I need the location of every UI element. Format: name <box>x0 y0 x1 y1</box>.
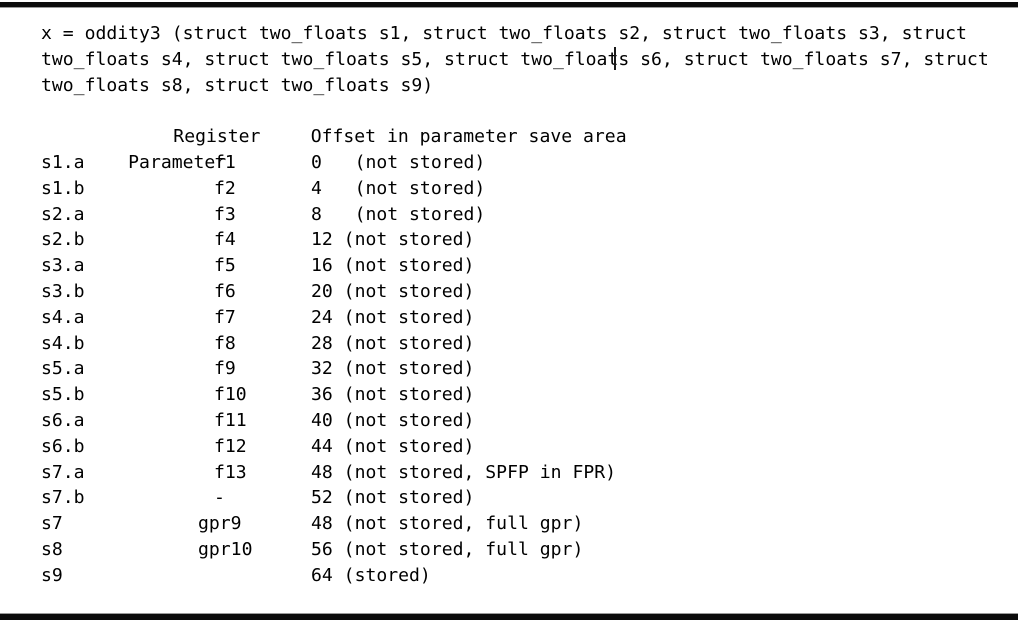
table-row: s8 gpr10 56 (not stored, full gpr) <box>41 537 1018 563</box>
table-row: s7 gpr9 48 (not stored, full gpr) <box>41 511 1018 537</box>
cell-parameter: s8 <box>41 538 63 560</box>
cell-offset: 12 (not stored) <box>311 229 475 251</box>
cell-register: f9 <box>214 358 236 380</box>
cell-register: f1 <box>214 151 236 173</box>
table-row: s2.b f4 12 (not stored) <box>41 227 1018 253</box>
cell-offset: 0 (not stored) <box>311 151 486 173</box>
cell-parameter: s1.a <box>41 151 85 173</box>
cell-register: f2 <box>214 177 236 199</box>
cell-offset: 20 (not stored) <box>311 280 475 302</box>
cell-register: gpr10 <box>198 538 253 560</box>
cell-offset: 48 (not stored, SPFP in FPR) <box>311 461 617 483</box>
param-table-rows: s1.a f1 0 (not stored) s1.b f2 4 (not stored)… <box>41 150 1018 589</box>
cell-parameter: s5.b <box>41 384 85 406</box>
cell-parameter: s9 <box>41 564 63 586</box>
cell-register: f10 <box>214 384 247 406</box>
table-row: s1.a f1 0 (not stored) <box>41 150 1018 176</box>
top-horizontal-rule <box>0 2 1018 8</box>
cell-register: f3 <box>214 203 236 225</box>
cell-offset: 16 (not stored) <box>311 255 475 277</box>
cell-parameter: s4.a <box>41 306 85 328</box>
cell-register: - <box>214 487 225 509</box>
table-row: s4.a f7 24 (not stored) <box>41 305 1018 331</box>
cell-parameter: s1.b <box>41 177 85 199</box>
cell-parameter: s2.a <box>41 203 85 225</box>
code-line: x = oddity3 (struct two_floats s1, struc… <box>41 23 967 44</box>
code-line: two_floats s8, struct two_floats s9) <box>41 74 434 96</box>
cell-parameter: s5.a <box>41 358 85 380</box>
table-row: s7.b - 52 (not stored) <box>41 485 1018 511</box>
code-line: two_floats s4, struct two_floats s5, str… <box>41 48 989 70</box>
cell-parameter: s7.a <box>41 461 85 483</box>
cell-register: f4 <box>214 229 236 251</box>
cell-offset: 44 (not stored) <box>311 435 475 457</box>
text-caret <box>614 47 616 70</box>
cell-parameter: s3.b <box>41 280 85 302</box>
cell-offset: 4 (not stored) <box>311 177 486 199</box>
cell-parameter: s6.a <box>41 409 85 431</box>
cell-offset: 64 (stored) <box>311 564 431 586</box>
cell-offset: 40 (not stored) <box>311 409 475 431</box>
table-row: s6.a f11 40 (not stored) <box>41 408 1018 434</box>
cell-register: f7 <box>214 306 236 328</box>
table-row: s5.b f10 36 (not stored) <box>41 382 1018 408</box>
page-content: x = oddity3 (struct two_floats s1, struc… <box>41 21 1018 589</box>
cell-offset: 8 (not stored) <box>311 203 486 225</box>
table-row: s3.b f6 20 (not stored) <box>41 279 1018 305</box>
cell-offset: 48 (not stored, full gpr) <box>311 513 584 535</box>
table-row: s3.a f5 16 (not stored) <box>41 253 1018 279</box>
code-block[interactable]: x = oddity3 (struct two_floats s1, struc… <box>41 21 1018 98</box>
table-row: s1.b f2 4 (not stored) <box>41 176 1018 202</box>
cell-register: gpr9 <box>198 513 242 535</box>
cell-register: f8 <box>214 332 236 354</box>
cell-offset: 56 (not stored, full gpr) <box>311 538 584 560</box>
table-row: s4.b f8 28 (not stored) <box>41 331 1018 357</box>
column-header-offset: Offset in parameter save area <box>310 126 627 148</box>
cell-parameter: s4.b <box>41 332 85 354</box>
cell-parameter: s7.b <box>41 487 85 509</box>
cell-parameter: s2.b <box>41 229 85 251</box>
cell-register: f6 <box>214 280 236 302</box>
cell-parameter: s7 <box>41 513 63 535</box>
cell-parameter: s3.a <box>41 255 85 277</box>
table-row: s9 64 (stored) <box>41 563 1018 589</box>
table-row: s5.a f9 32 (not stored) <box>41 356 1018 382</box>
table-row: s6.b f12 44 (not stored) <box>41 434 1018 460</box>
cell-offset: 32 (not stored) <box>311 358 475 380</box>
param-table: Parameter Register Offset in parameter s… <box>41 124 1018 588</box>
cell-offset: 36 (not stored) <box>311 384 475 406</box>
blank-line <box>41 98 1018 124</box>
cell-register: f11 <box>214 409 247 431</box>
cell-offset: 28 (not stored) <box>311 332 475 354</box>
table-row: s7.a f13 48 (not stored, SPFP in FPR) <box>41 460 1018 486</box>
table-header-row: Parameter Register Offset in parameter s… <box>41 124 1018 173</box>
cell-register: f12 <box>214 435 247 457</box>
cell-parameter: s6.b <box>41 435 85 457</box>
bottom-horizontal-rule <box>0 613 1018 620</box>
cell-offset: 52 (not stored) <box>311 487 475 509</box>
cell-register: f5 <box>214 255 236 277</box>
column-header-register: Register <box>173 126 261 148</box>
column-header-parameter: Parameter <box>128 151 227 173</box>
cell-register <box>198 563 311 589</box>
cell-register: f13 <box>214 461 247 483</box>
cell-offset: 24 (not stored) <box>311 306 475 328</box>
table-row: s2.a f3 8 (not stored) <box>41 202 1018 228</box>
